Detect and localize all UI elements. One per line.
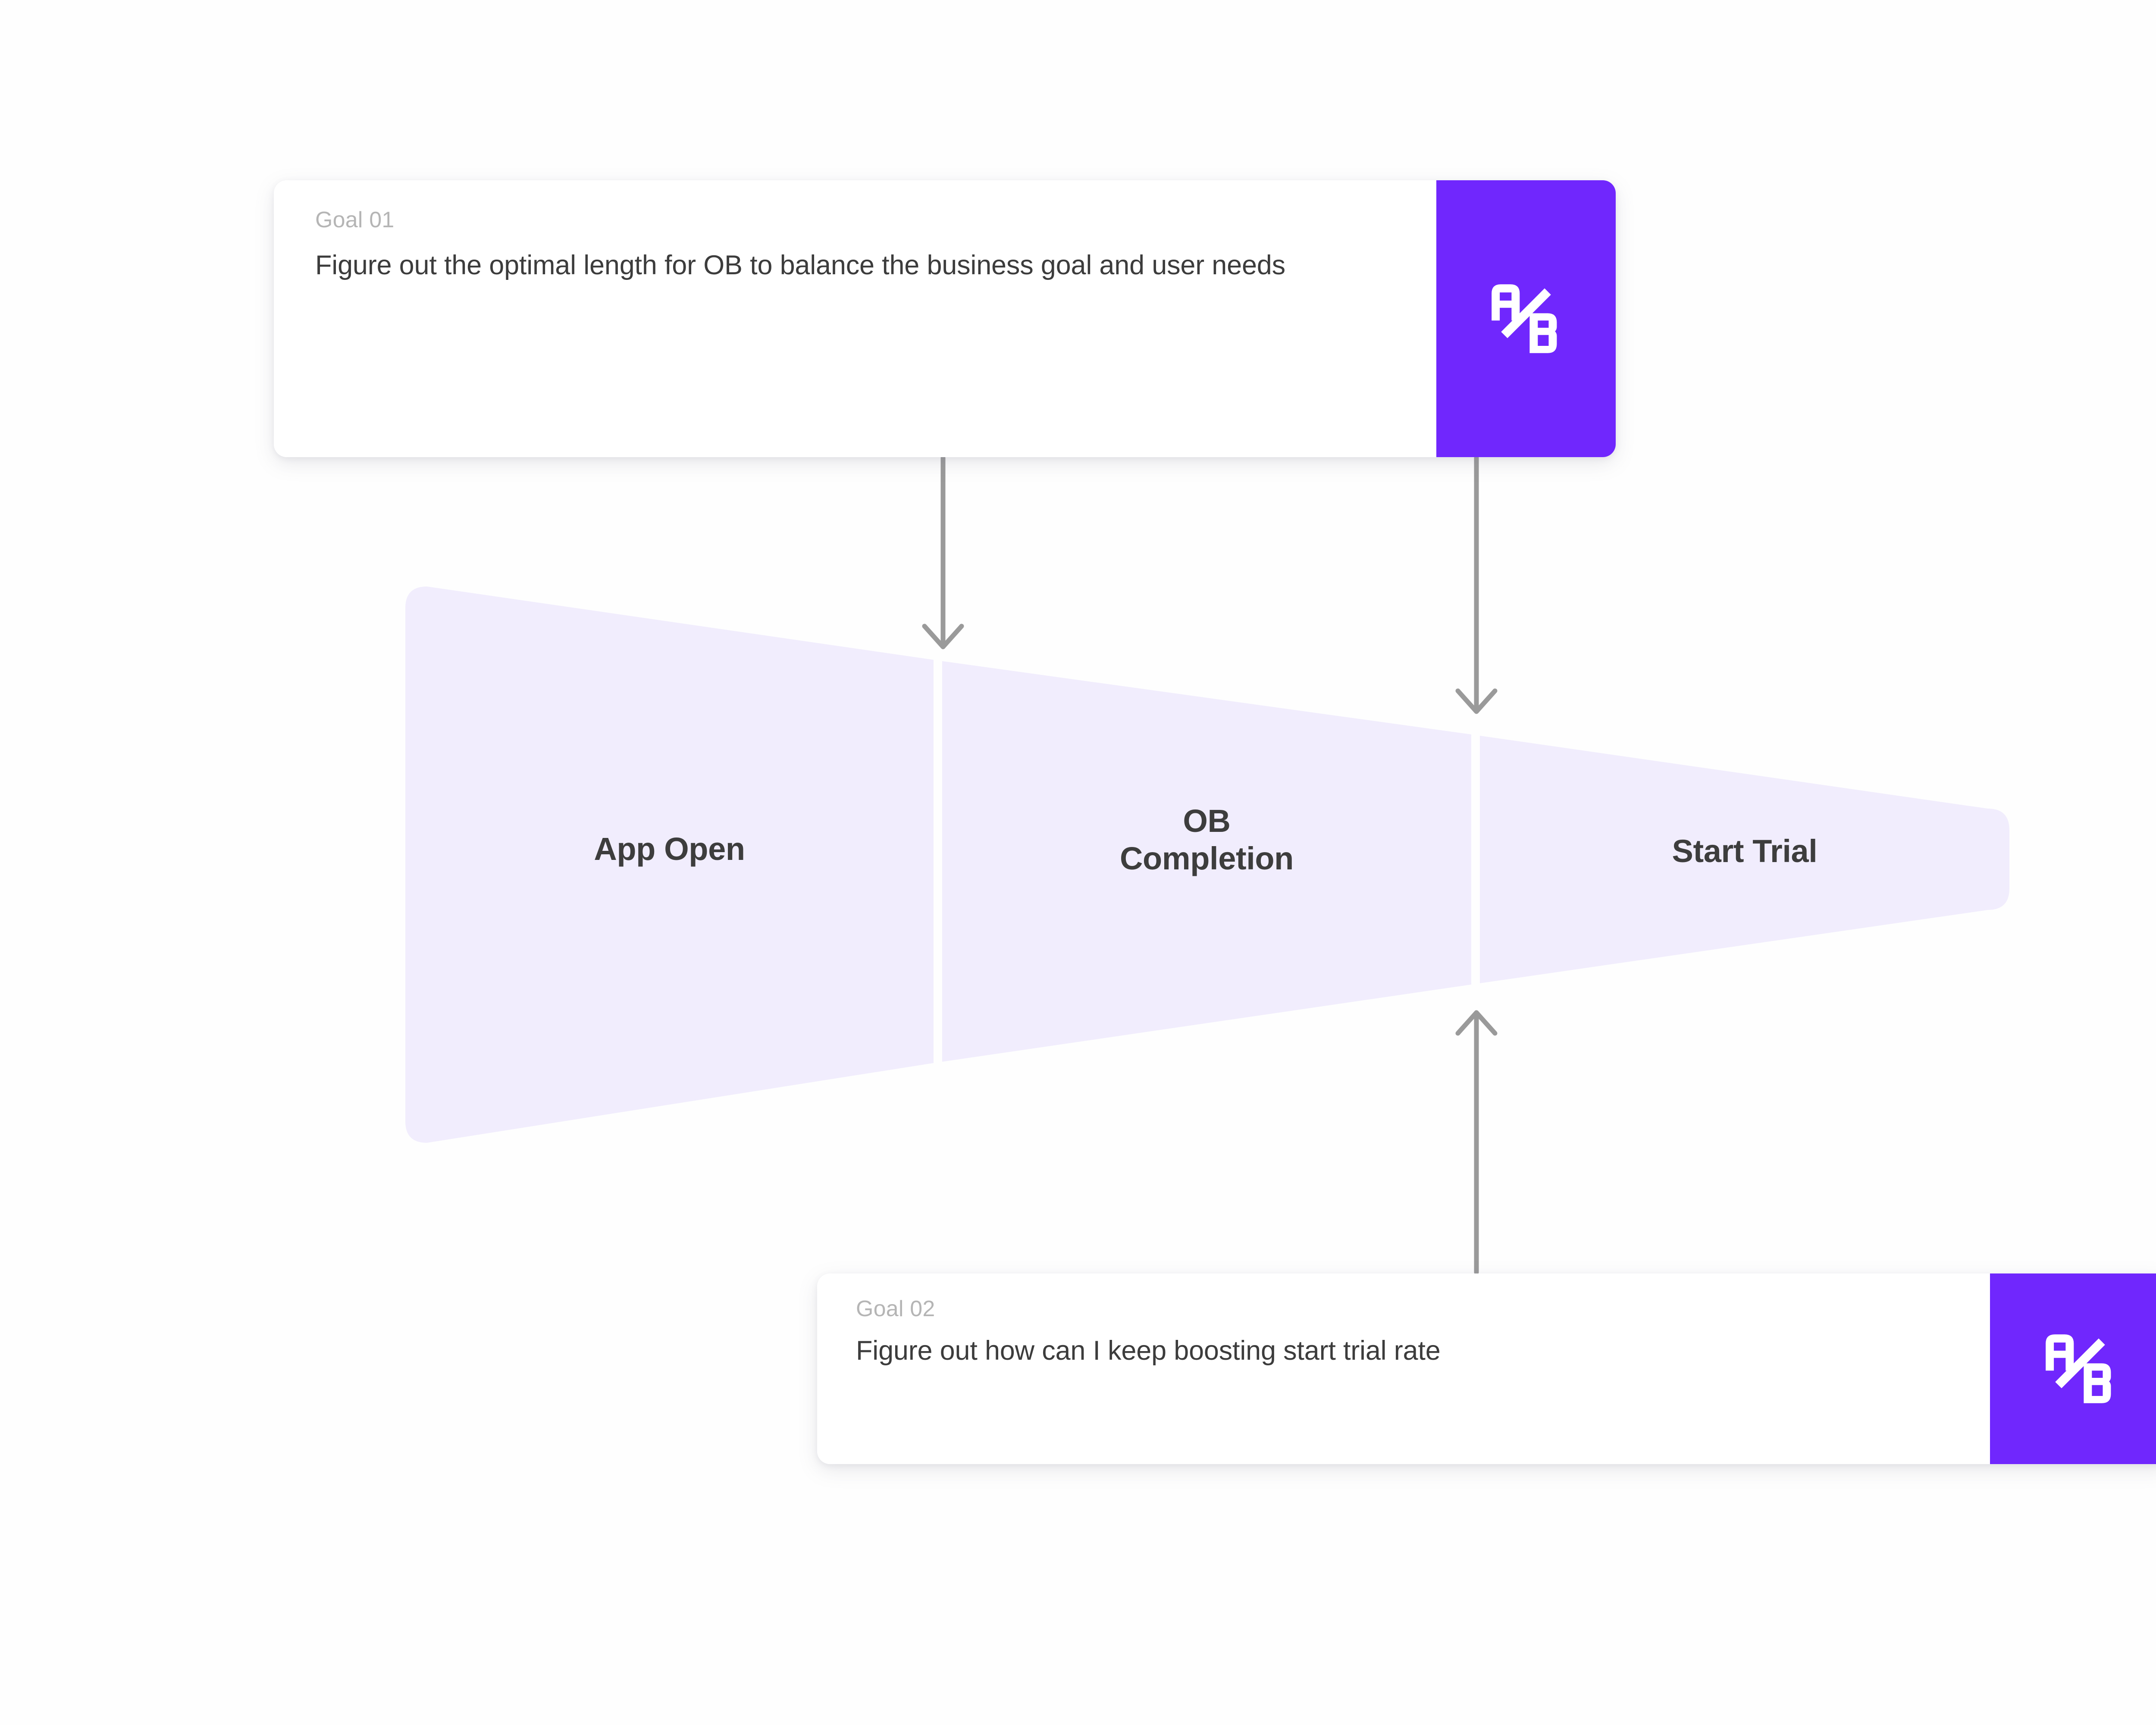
ab-test-badge-02[interactable] <box>1990 1273 2156 1464</box>
goal-card-02-body: Goal 02 Figure out how can I keep boosti… <box>817 1273 1990 1464</box>
funnel-label-start-trial: Start Trial <box>1672 833 1818 869</box>
funnel-label-app-open: App Open <box>594 831 745 867</box>
goal-card-02[interactable]: Goal 02 Figure out how can I keep boosti… <box>817 1273 2156 1464</box>
goal-card-02-kicker: Goal 02 <box>856 1296 935 1321</box>
goal-card-02-text: Figure out how can I keep boosting start… <box>856 1336 1441 1366</box>
goal-card-01-body: Goal 01 Figure out the optimal length fo… <box>274 180 1436 457</box>
arrow-goal1-to-ob-boundary <box>922 455 964 649</box>
goal-card-01-text: Figure out the optimal length for OB to … <box>315 250 1285 280</box>
ab-test-icon <box>2046 1334 2111 1403</box>
arrow-goal2-to-start-trial <box>1455 1010 1498 1275</box>
goal-card-01-kicker: Goal 01 <box>315 207 395 232</box>
arrow-goal1-badge-to-start-trial-boundary <box>1455 455 1498 714</box>
ab-test-badge-01[interactable] <box>1436 180 1616 457</box>
goal-card-01[interactable]: Goal 01 Figure out the optimal length fo… <box>274 180 1616 457</box>
ab-test-icon <box>1492 284 1557 353</box>
